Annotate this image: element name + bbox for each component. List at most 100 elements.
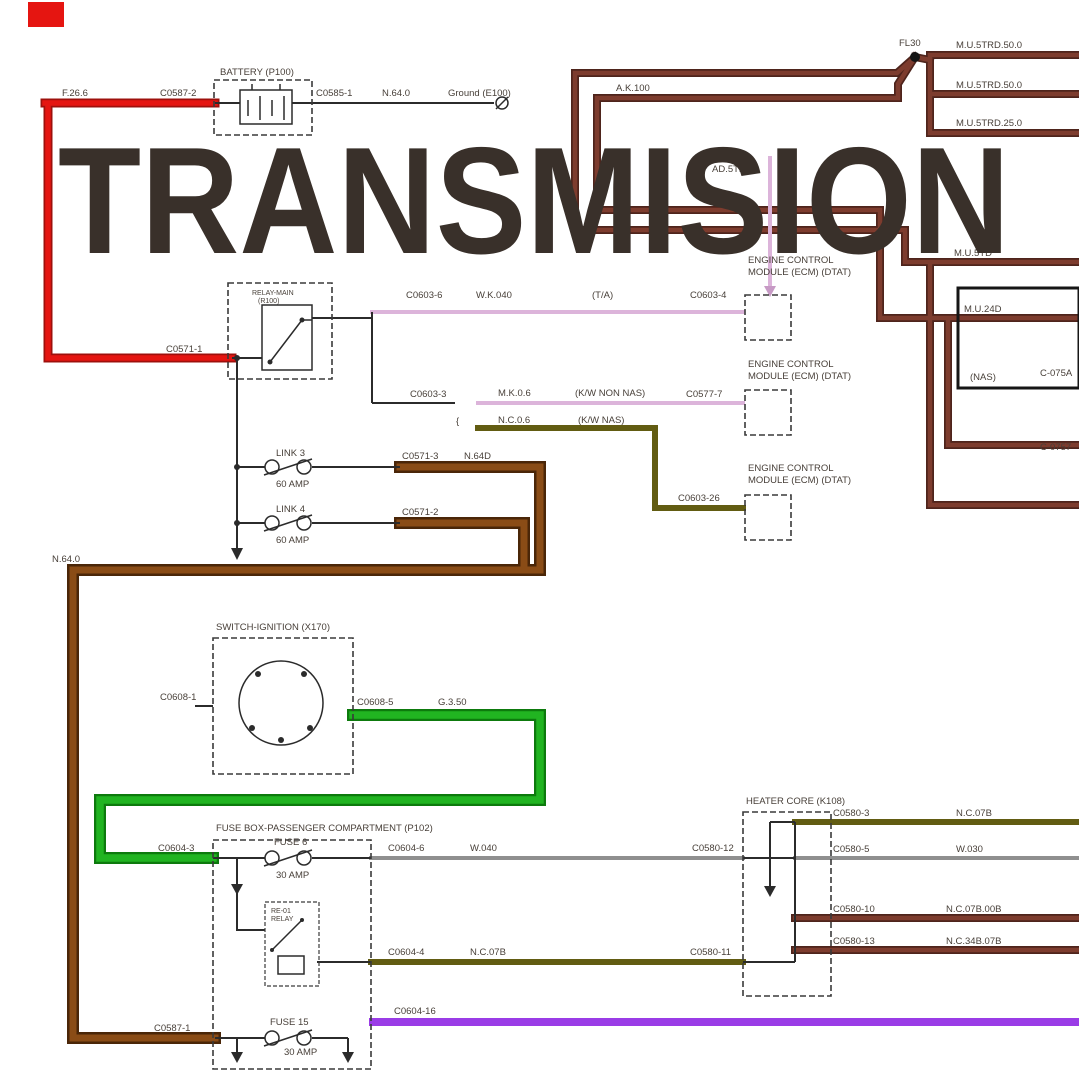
- ecm1-title: MODULE (ECM) (DTAT): [748, 267, 851, 278]
- connector-label: C0577-7: [686, 389, 722, 400]
- nas-box: [956, 286, 1079, 390]
- down-arrow: [231, 548, 243, 560]
- wire-label: N.C.07B.00B: [946, 904, 1001, 915]
- relay-box: [227, 282, 333, 380]
- wire-label: W.K.040: [476, 290, 512, 301]
- inner-relay-coil: [277, 955, 305, 975]
- connector-label: C0604-16: [394, 1006, 436, 1017]
- component-title: (R100): [258, 298, 279, 305]
- wire-label: N.C.07B: [956, 808, 992, 819]
- battery-component: [213, 79, 509, 136]
- battery-box: [213, 79, 313, 136]
- component-title: SWITCH-IGNITION (X170): [216, 622, 330, 633]
- component-title: FUSE BOX-PASSENGER COMPARTMENT (P102): [216, 823, 433, 834]
- down-arrow: [342, 1052, 354, 1063]
- wire-label: M.U.5TRD.50.0: [956, 80, 1022, 91]
- connector-label: C0580-3: [833, 808, 869, 819]
- component-title: BATTERY (P100): [220, 67, 294, 78]
- fuse-label: FUSE 6: [274, 837, 307, 848]
- wire-label: M.U.5TD: [954, 248, 992, 259]
- wire-note: (K/W NAS): [578, 415, 624, 426]
- page-title-overlay: TRANSMISION: [58, 116, 1010, 286]
- heater-box: [742, 811, 832, 997]
- ecm1-title: ENGINE CONTROL: [748, 255, 834, 266]
- connector-label: C0587-1: [154, 1023, 190, 1034]
- red-corner-fragment: [28, 2, 64, 27]
- connector-label: C0580-11: [690, 947, 731, 958]
- connector-label: C0580-10: [833, 904, 875, 915]
- connector-label: C0571-2: [402, 507, 438, 518]
- connector-label: C0571-3: [402, 451, 438, 462]
- ecm2-title: MODULE (ECM) (DTAT): [748, 371, 851, 382]
- connector-label: C0571-1: [166, 344, 202, 355]
- fuse6-symbol: [263, 849, 313, 867]
- wire-label: M.K.0.6: [498, 388, 531, 399]
- connector-label: C0604-6: [388, 843, 424, 854]
- pink-wires: [370, 156, 776, 405]
- connector-label: C0587-2: [160, 88, 196, 99]
- link-label: LINK 4: [276, 504, 305, 515]
- component-title: RELAY-MAIN: [252, 290, 294, 297]
- fuse-label: FUSE 15: [270, 1017, 309, 1028]
- circuit-lines: [195, 102, 796, 1052]
- connector-label: C0603-3: [410, 389, 446, 400]
- wire-label: N.C.07B: [470, 947, 506, 958]
- junction-label: FL30: [899, 38, 921, 49]
- junction-dot: [234, 520, 240, 526]
- relay-label: RELAY: [271, 916, 294, 923]
- ecm3-title: MODULE (ECM) (DTAT): [748, 475, 851, 486]
- ground-label: Ground (E100): [448, 88, 511, 99]
- connector-label: C0603-6: [406, 290, 442, 301]
- brown-wires: [67, 461, 546, 1044]
- ignition-switch-component: [212, 637, 354, 775]
- wire-label: M.U.24D: [964, 304, 1002, 315]
- fuse-rating: 30 AMP: [284, 1047, 317, 1058]
- ignition-box: [212, 637, 354, 775]
- link-rating: 60 AMP: [276, 535, 309, 546]
- fusebox-box: [212, 839, 372, 1070]
- connector-label: C0580-12: [692, 843, 734, 854]
- link-label: LINK 3: [276, 448, 305, 459]
- relay-symbol: [261, 304, 313, 371]
- down-arrow: [231, 1052, 243, 1063]
- wire-label: AD.5TD: [712, 164, 746, 175]
- junction-dot: [910, 52, 920, 62]
- down-arrow: [764, 886, 776, 897]
- connector-label: C0603-26: [678, 493, 720, 504]
- ecm2-title: ENGINE CONTROL: [748, 359, 834, 370]
- main-relay-component: [227, 282, 333, 380]
- wire-label: W.030: [956, 844, 983, 855]
- down-arrow: [764, 286, 776, 297]
- red-wire: [40, 98, 237, 363]
- olive-wires: [368, 425, 1079, 965]
- wire-label: F.26.6: [62, 88, 88, 99]
- ecm-box-2: [744, 389, 792, 436]
- wire-label: W.040: [470, 843, 497, 854]
- connector-label: C0580-13: [833, 936, 875, 947]
- wire-note: (T/A): [592, 290, 613, 301]
- component-title: HEATER CORE (K108): [746, 796, 845, 807]
- wire-label: N.C.0.6: [498, 415, 530, 426]
- link4-fuse: [263, 514, 313, 532]
- wire-label: N.64.0: [52, 554, 80, 565]
- brace: {: [456, 416, 459, 427]
- connector-label: C0603-4: [690, 290, 726, 301]
- ecm3-title: ENGINE CONTROL: [748, 463, 834, 474]
- connector-label: C0585-1: [316, 88, 352, 99]
- wire-label: N.64D: [464, 451, 491, 462]
- down-arrow: [231, 884, 243, 895]
- fuse15-symbol: [263, 1029, 313, 1047]
- wire-note: (K/W NON NAS): [575, 388, 645, 399]
- junction-dot: [234, 355, 240, 361]
- wire-label: G.3.50: [438, 697, 467, 708]
- ignition-dial: [238, 660, 324, 746]
- maroon-wires: [571, 51, 1079, 954]
- connector-label: C-0757: [1040, 442, 1071, 453]
- connector-label: C0608-1: [160, 692, 196, 703]
- wire-label: M.U.5TRD.50.0: [956, 40, 1022, 51]
- connector-label: C0604-4: [388, 947, 424, 958]
- link3-fuse: [263, 458, 313, 476]
- inner-relay-box: [264, 901, 320, 987]
